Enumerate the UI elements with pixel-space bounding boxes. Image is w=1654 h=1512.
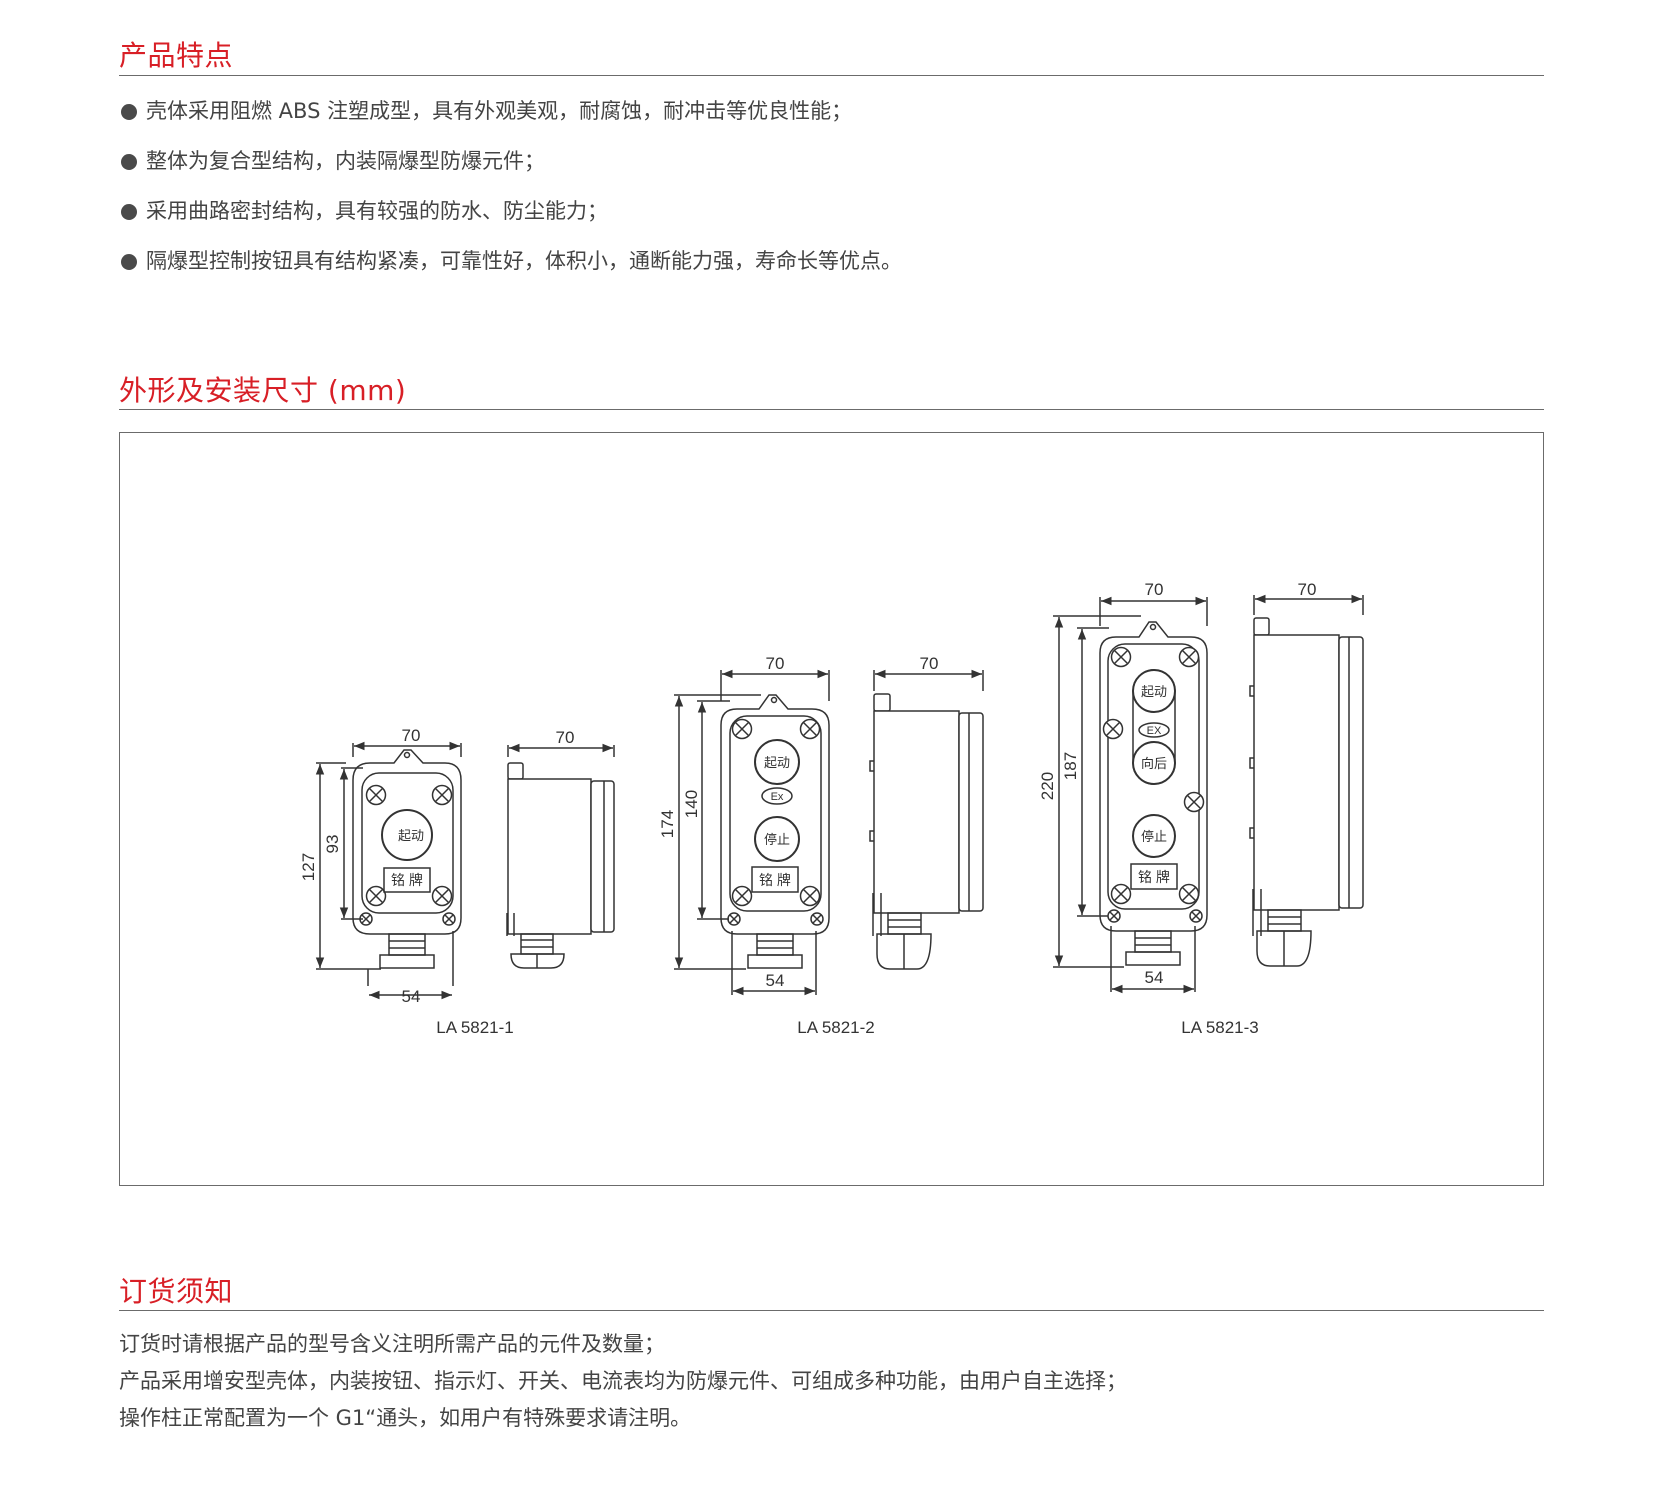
model-3-front-dims bbox=[1053, 596, 1208, 994]
model-3-side-view bbox=[1249, 594, 1364, 967]
ordering-note: 操作柱正常配置为一个 G1“通头，如用户有特殊要求请注明。 bbox=[119, 1406, 692, 1430]
dimension-drawing-frame: 70 70 54 127 93 起动 铭 牌 LA 5821-1 70 70 5… bbox=[119, 432, 1544, 1186]
dimension-drawings: 70 70 54 127 93 起动 铭 牌 LA 5821-1 70 70 5… bbox=[299, 580, 1364, 1037]
features-title: 产品特点 bbox=[119, 39, 234, 72]
model-1-height-outer-label: 127 bbox=[299, 853, 318, 881]
model-2-base-label: 54 bbox=[766, 971, 785, 990]
bullet-icon bbox=[121, 104, 137, 120]
model-3-front-view bbox=[1099, 621, 1208, 966]
model-3-base-label: 54 bbox=[1145, 968, 1164, 987]
ordering-note: 订货时请根据产品的型号含义注明所需产品的元件及数量； bbox=[119, 1332, 665, 1356]
model-2-height-outer-label: 174 bbox=[658, 810, 677, 838]
feature-item: 隔爆型控制按钮具有结构紧凑，可靠性好，体积小，通断能力强，寿命长等优点。 bbox=[119, 242, 902, 292]
model-1-front-view bbox=[352, 749, 462, 969]
model-3-height-inner-label: 187 bbox=[1061, 752, 1080, 780]
model-1-button-1-label: 起动 bbox=[398, 828, 424, 843]
ordering-title: 订货须知 bbox=[119, 1275, 234, 1308]
model-3-name: LA 5821-3 bbox=[1181, 1018, 1259, 1037]
feature-item: 采用曲路密封结构，具有较强的防水、防尘能力； bbox=[119, 192, 902, 242]
model-1-front-dims bbox=[315, 741, 462, 1000]
feature-text: 整体为复合型结构，内装隔爆型防爆元件； bbox=[146, 149, 545, 173]
feature-item: 整体为复合型结构，内装隔爆型防爆元件； bbox=[119, 142, 902, 192]
model-1-base-label: 54 bbox=[402, 987, 421, 1006]
model-3-button-3-label: 停止 bbox=[1141, 829, 1167, 844]
model-3-nameplate-label: 铭 牌 bbox=[1138, 869, 1170, 885]
features-rule bbox=[119, 75, 1544, 76]
model-1-side-view bbox=[506, 743, 615, 969]
bullet-icon bbox=[121, 154, 137, 170]
model-2-button-2-label: 停止 bbox=[764, 832, 790, 847]
feature-list: 壳体采用阻燃 ABS 注塑成型，具有外观美观，耐腐蚀，耐冲击等优良性能； 整体为… bbox=[119, 92, 902, 292]
bullet-icon bbox=[121, 254, 137, 270]
dimensions-title: 外形及安装尺寸 (mm) bbox=[119, 374, 407, 407]
model-3-side-width-label: 70 bbox=[1298, 580, 1317, 599]
ordering-note: 产品采用增安型壳体，内装按钮、指示灯、开关、电流表均为防爆元件、可组成多种功能，… bbox=[119, 1369, 1127, 1393]
feature-item: 壳体采用阻燃 ABS 注塑成型，具有外观美观，耐腐蚀，耐冲击等优良性能； bbox=[119, 92, 902, 142]
model-2-button-1-label: 起动 bbox=[764, 755, 790, 770]
model-3-button-2-label: 向后 bbox=[1141, 756, 1167, 771]
model-3-ex-mark: EX bbox=[1147, 725, 1162, 737]
feature-text: 采用曲路密封结构，具有较强的防水、防尘能力； bbox=[146, 199, 608, 223]
ordering-rule bbox=[119, 1310, 1544, 1311]
model-1-side-width-label: 70 bbox=[556, 728, 575, 747]
feature-text: 壳体采用阻燃 ABS 注塑成型，具有外观美观，耐腐蚀，耐冲击等优良性能； bbox=[146, 99, 853, 123]
model-2-name: LA 5821-2 bbox=[797, 1018, 875, 1037]
model-1-nameplate-label: 铭 牌 bbox=[391, 872, 423, 888]
ordering-notes: 订货时请根据产品的型号含义注明所需产品的元件及数量； 产品采用增安型壳体，内装按… bbox=[119, 1326, 1127, 1437]
dimensions-rule bbox=[119, 409, 1544, 410]
bullet-icon bbox=[121, 204, 137, 220]
model-1-name: LA 5821-1 bbox=[436, 1018, 514, 1037]
model-2-front-dims bbox=[674, 669, 830, 996]
feature-text: 隔爆型控制按钮具有结构紧凑，可靠性好，体积小，通断能力强，寿命长等优点。 bbox=[146, 249, 902, 273]
model-3-width-label: 70 bbox=[1145, 580, 1164, 599]
model-2-front-view bbox=[720, 694, 830, 969]
model-1-height-inner-label: 93 bbox=[323, 835, 342, 854]
model-2-width-label: 70 bbox=[766, 654, 785, 673]
model-2-ex-mark: Ex bbox=[771, 791, 784, 803]
model-2-nameplate-label: 铭 牌 bbox=[759, 872, 791, 888]
model-1-width-label: 70 bbox=[402, 726, 421, 745]
model-2-side-width-label: 70 bbox=[920, 654, 939, 673]
model-2-side-view bbox=[869, 669, 984, 970]
model-3-button-1-label: 起动 bbox=[1141, 684, 1167, 699]
model-3-height-outer-label: 220 bbox=[1038, 772, 1057, 800]
model-2-height-inner-label: 140 bbox=[682, 790, 701, 818]
